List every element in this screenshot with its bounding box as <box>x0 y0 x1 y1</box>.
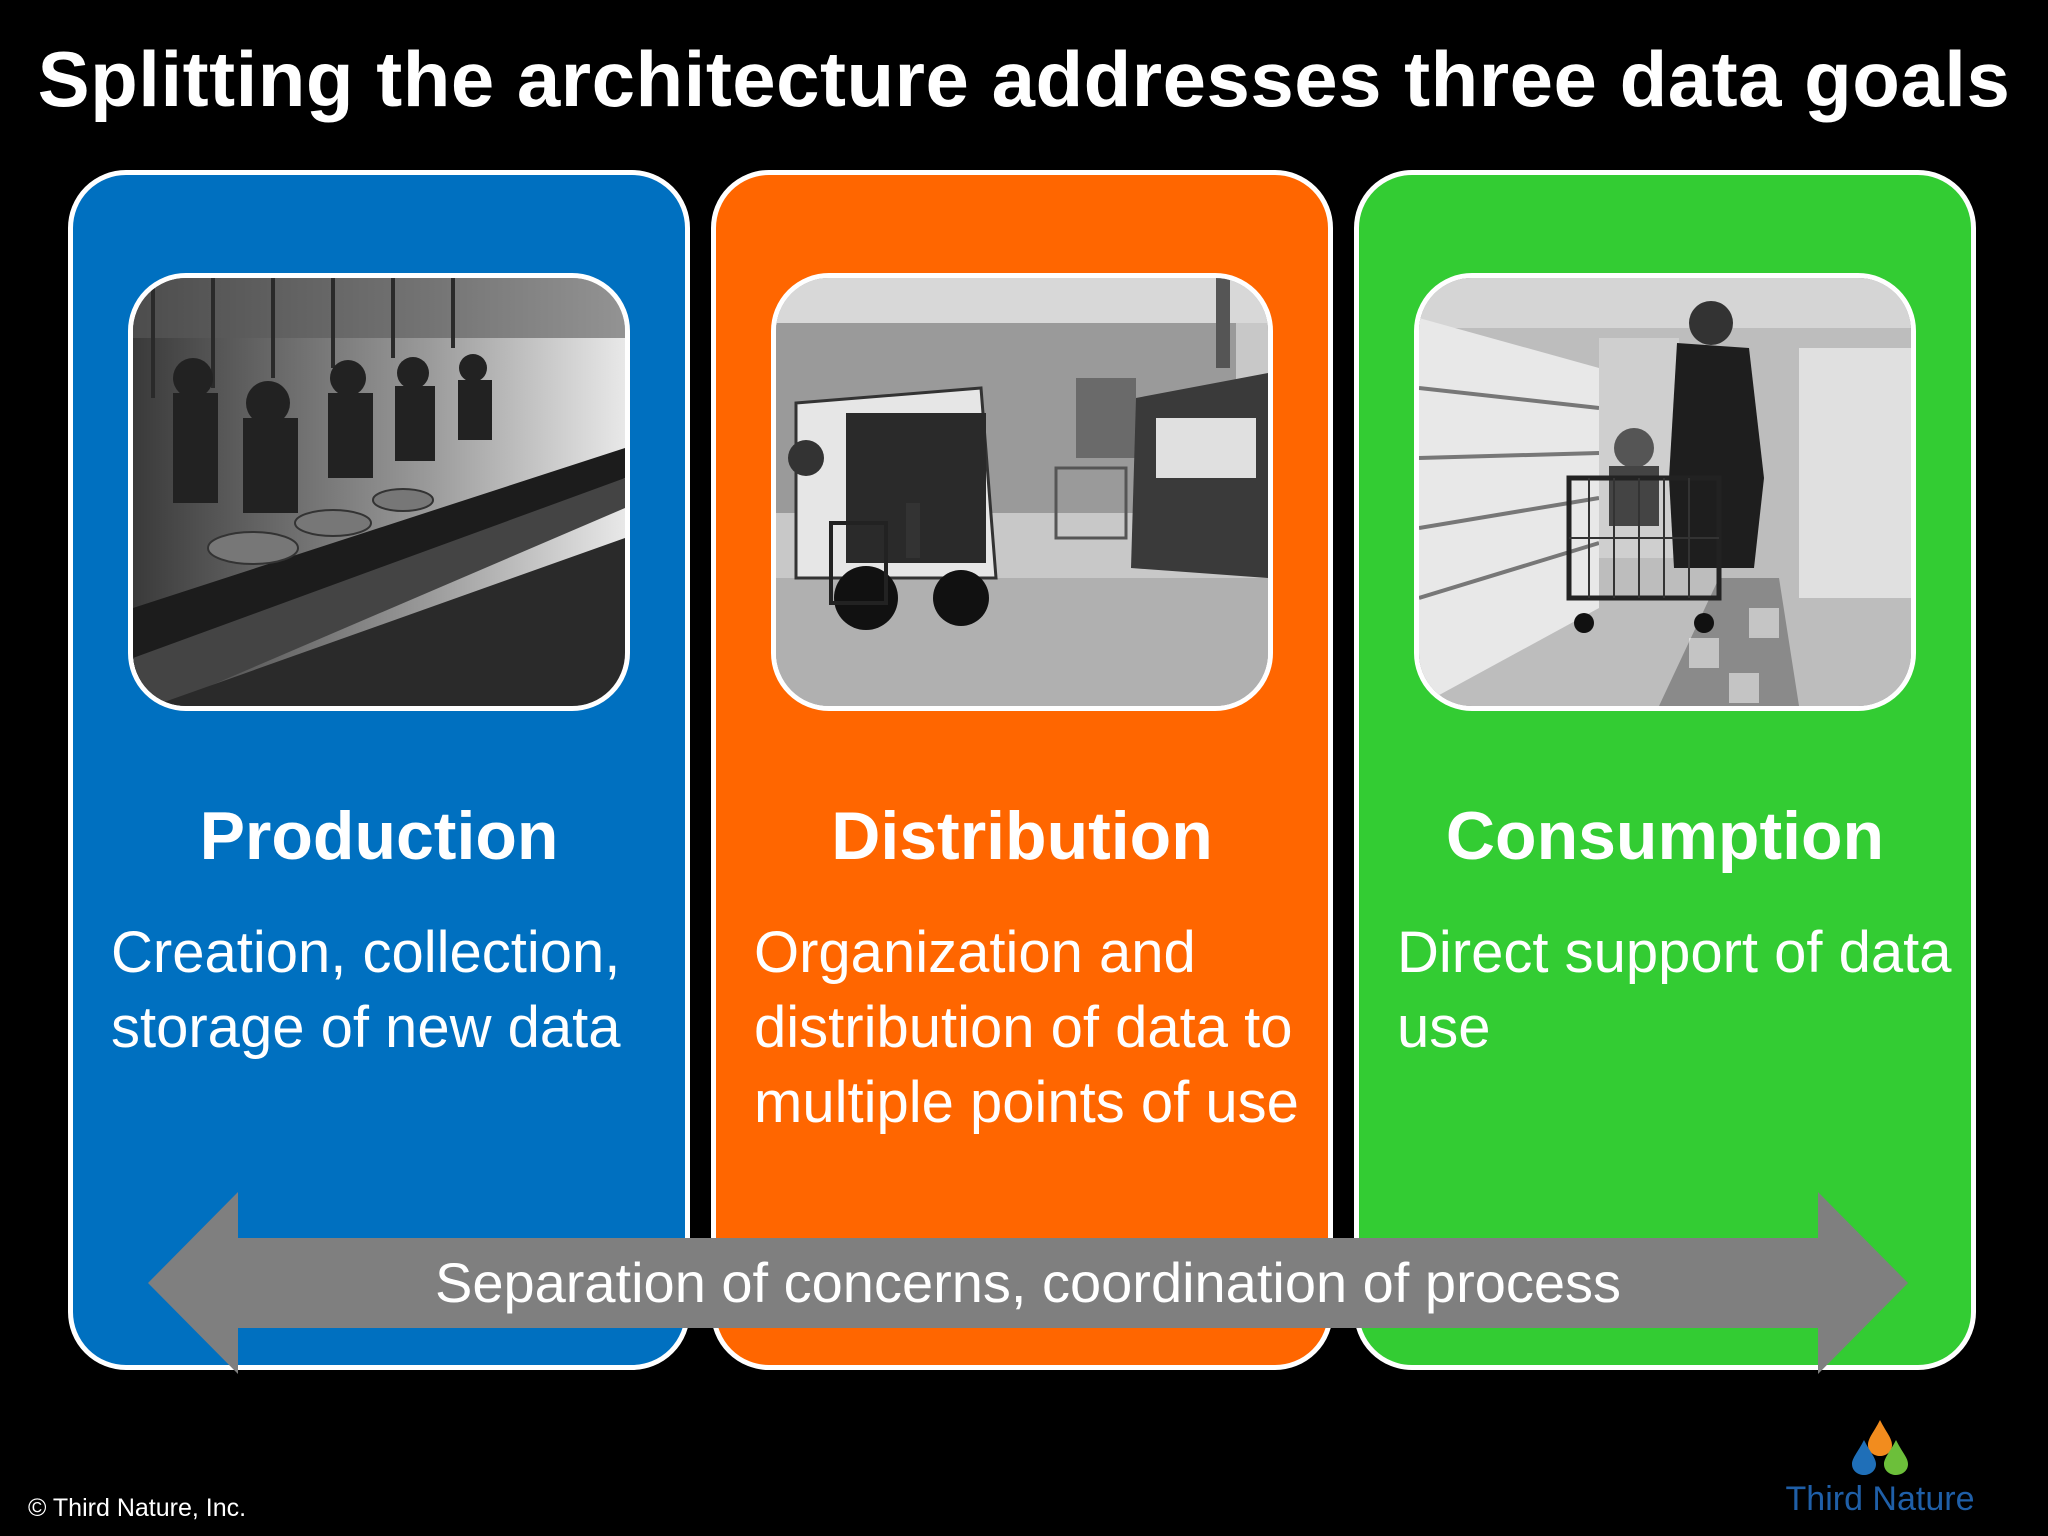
delivery-truck-loading-dock-photo <box>771 273 1273 711</box>
third-nature-drops-icon <box>1852 1420 1908 1475</box>
arrow-label: Separation of concerns, coordination of … <box>434 1251 1622 1314</box>
third-nature-logo: Third Nature <box>1770 1418 1990 1528</box>
logo-text: Third Nature <box>1785 1480 1975 1518</box>
copyright-notice: © Third Nature, Inc. <box>28 1494 247 1522</box>
double-arrow-shape <box>148 1192 1908 1374</box>
consumption-panel: Consumption Direct support of data use <box>1354 170 1976 1370</box>
grocery-store-shopper-photo <box>1414 273 1916 711</box>
production-panel: Production Creation, collection, storage… <box>68 170 690 1370</box>
panel-heading: Distribution <box>831 798 1213 874</box>
slide-title: Splitting the architecture addresses thr… <box>37 35 2011 123</box>
separation-double-arrow: Separation of concerns, coordination of … <box>148 1192 1908 1374</box>
panel-description: Creation, collection, storage of new dat… <box>111 920 621 1060</box>
panel-description: Direct support of data use <box>1397 920 1952 1060</box>
factory-assembly-line-photo <box>128 273 630 711</box>
panel-heading: Production <box>199 798 559 874</box>
panel-heading: Consumption <box>1445 798 1885 874</box>
panel-description: Organization and distribution of data to… <box>754 920 1299 1135</box>
distribution-panel: Distribution Organization and distributi… <box>711 170 1333 1370</box>
